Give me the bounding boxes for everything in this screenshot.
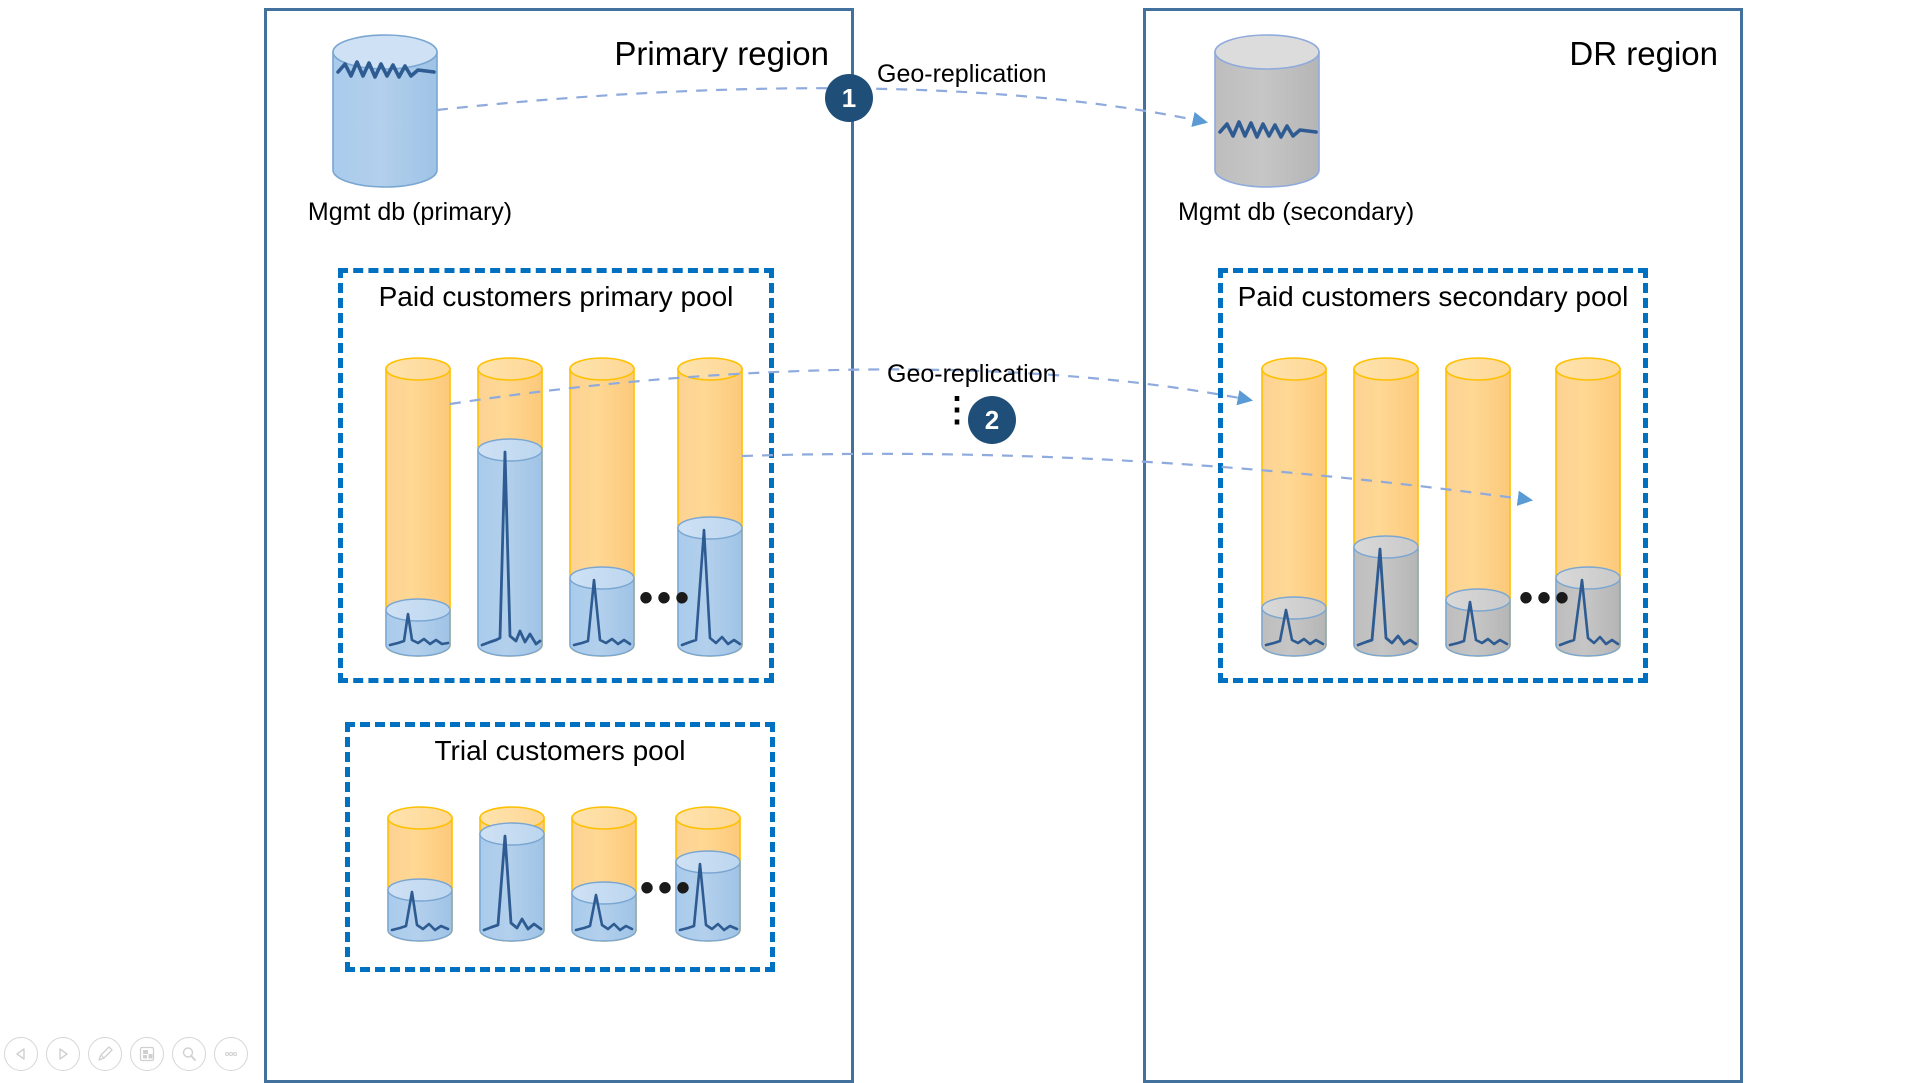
geo-replication-label-1: Geo-replication (877, 60, 1047, 88)
mgmt-db-secondary-caption: Mgmt db (secondary) (1178, 198, 1415, 226)
next-button[interactable] (46, 1037, 80, 1071)
trial-customers-pool-box[interactable]: Trial customers pool (345, 722, 775, 972)
paid-secondary-pool-ellipsis: ••• (1519, 576, 1574, 620)
paid-customers-primary-pool-title: Paid customers primary pool (378, 281, 734, 312)
ellipsis-icon (225, 1052, 237, 1056)
trial-customers-pool-title: Trial customers pool (434, 735, 686, 766)
magnifier-icon (182, 1047, 196, 1061)
mgmt-db-primary-caption: Mgmt db (primary) (307, 198, 513, 226)
triangle-right-icon (59, 1048, 68, 1060)
previous-button[interactable] (4, 1037, 38, 1071)
trial-pool-ellipsis: ••• (640, 866, 695, 910)
primary-region-title: Primary region (614, 35, 829, 72)
zoom-button[interactable] (172, 1037, 206, 1071)
pen-icon (98, 1046, 113, 1061)
paid-primary-pool-ellipsis: ••• (639, 576, 694, 620)
step-badge-1[interactable]: 1 (825, 74, 873, 122)
layers-button[interactable] (130, 1037, 164, 1071)
step-badge-2[interactable]: 2 (968, 396, 1016, 444)
paid-customers-primary-pool-box[interactable]: Paid customers primary pool (338, 268, 774, 683)
paid-customers-secondary-pool-box[interactable]: Paid customers secondary pool (1218, 268, 1648, 683)
paid-customers-secondary-pool-title: Paid customers secondary pool (1237, 281, 1629, 312)
triangle-left-icon (16, 1048, 25, 1060)
layers-icon (139, 1046, 155, 1062)
bottom-toolbar (4, 1037, 248, 1071)
geo-replication-label-2: Geo-replication (887, 360, 1057, 388)
more-button[interactable] (214, 1037, 248, 1071)
dr-region-title: DR region (1569, 35, 1718, 72)
annotate-button[interactable] (88, 1037, 122, 1071)
